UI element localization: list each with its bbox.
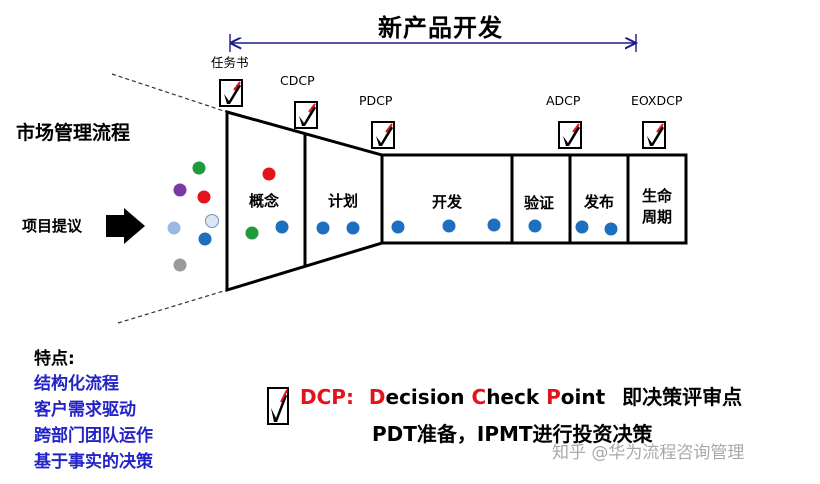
watermark: 知乎 @华为流程咨询管理: [552, 443, 745, 463]
dcp-c-initial: C: [471, 385, 487, 409]
project-dot: [316, 221, 330, 235]
dcp-d-rest: ecision: [385, 385, 472, 409]
feature-item: 结构化流程: [34, 374, 119, 394]
checkpoint-check-icon: [558, 121, 582, 149]
project-proposal-label: 项目提议: [22, 217, 83, 235]
checkpoint-check-icon: [219, 79, 243, 107]
proposal-arrow-icon: [106, 208, 145, 244]
idea-dot: [198, 232, 212, 246]
idea-dot: [205, 214, 219, 228]
dcp-d-initial: D: [368, 385, 386, 409]
funnel-guide-top: [111, 73, 228, 113]
stage-concept: 概念: [249, 192, 280, 210]
checkpoint-check-icon: [371, 121, 395, 149]
diagram-title: 新产品开发: [378, 14, 503, 42]
project-dot: [346, 221, 360, 235]
dcp-p-rest: oint: [560, 385, 606, 409]
checkpoint-label-cdcp: CDCP: [280, 73, 315, 88]
checkpoint-label-eoxdcp: EOXDCP: [631, 93, 683, 108]
stage-launch: 发布: [584, 193, 615, 211]
dcp-p-initial: P: [546, 385, 561, 409]
checkpoint-check-icon: [294, 101, 318, 129]
features-heading: 特点:: [34, 349, 75, 369]
market-management-label: 市场管理流程: [16, 122, 131, 144]
feature-item: 客户需求驱动: [34, 400, 136, 420]
idea-dot: [173, 183, 187, 197]
project-dot: [528, 219, 542, 233]
idea-dot: [173, 258, 187, 272]
funnel-guide-bottom: [117, 289, 228, 324]
project-dot: [245, 226, 259, 240]
project-dot: [275, 220, 289, 234]
dcp-roles: PDT准备，IPMT进行投资决策: [372, 422, 653, 446]
stage-lifecycle-line2: 周期: [642, 208, 673, 226]
checkpoint-check-icon: [642, 121, 666, 149]
stage-lifecycle-line1: 生命: [642, 187, 673, 205]
project-dot: [604, 222, 618, 236]
feature-item: 基于事实的决策: [34, 452, 153, 472]
project-dot: [575, 220, 589, 234]
project-dot: [262, 167, 276, 181]
checkpoint-label-charter: 任务书: [211, 55, 249, 70]
feature-item: 跨部门团队运作: [34, 426, 153, 446]
dcp-abbr: DCP:: [300, 385, 354, 409]
project-dot: [391, 220, 405, 234]
dcp-definition: DCP: Decision Check Point 即决策评审点: [300, 381, 742, 410]
checkpoint-label-adcp: ADCP: [546, 93, 581, 108]
idea-dot: [167, 221, 181, 235]
dcp-c-rest: heck: [486, 385, 547, 409]
checkpoint-label-pdcp: PDCP: [359, 93, 393, 108]
project-dot: [442, 219, 456, 233]
idea-dot: [192, 161, 206, 175]
dcp-meaning: 即决策评审点: [622, 385, 743, 409]
stage-verify: 验证: [524, 194, 555, 212]
dcp-legend-check-icon: [267, 387, 289, 425]
idea-dot: [197, 190, 211, 204]
stage-plan: 计划: [328, 192, 359, 210]
project-dot: [487, 218, 501, 232]
stage-develop: 开发: [432, 193, 463, 211]
